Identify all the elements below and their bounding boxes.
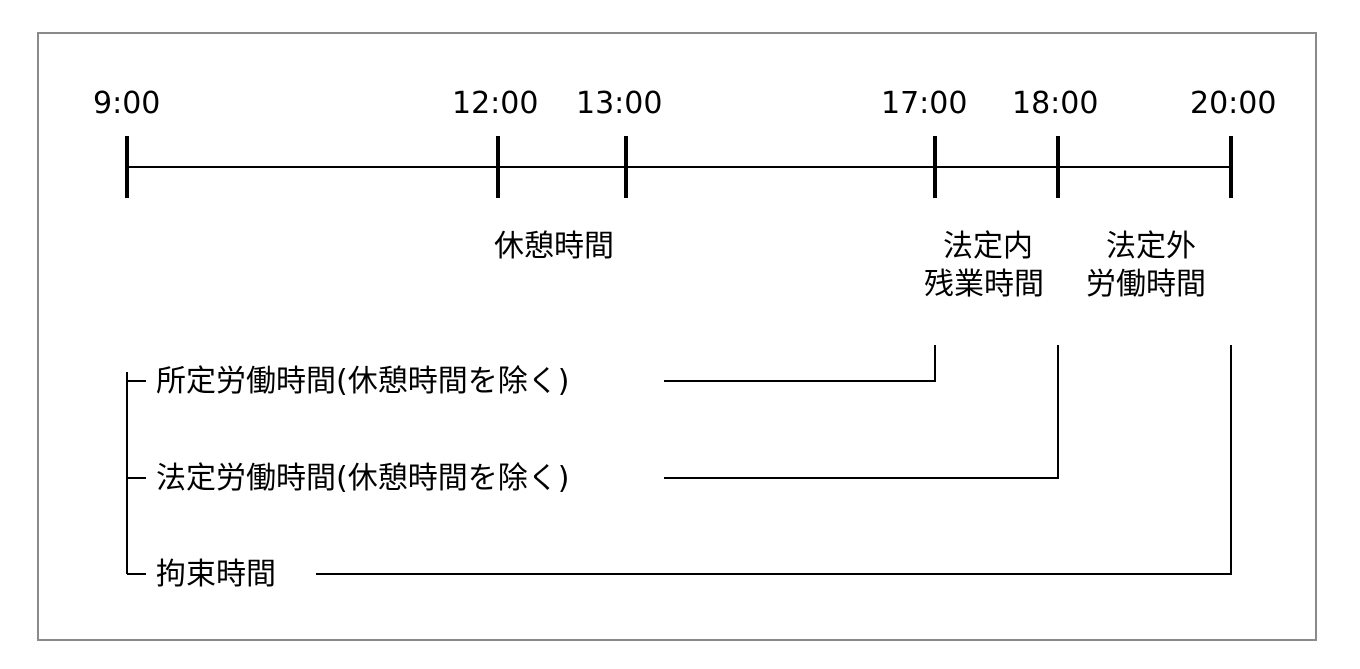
restraint-time-connector xyxy=(316,345,1232,575)
statutory-working-hours-connector xyxy=(664,345,1059,479)
scheduled-working-hours-label: 所定労働時間(休憩時間を除く) xyxy=(156,364,569,399)
time-label-2000: 20:00 xyxy=(1190,86,1276,121)
restraint-time-label: 拘束時間 xyxy=(156,557,276,592)
within-statutory-overtime-line2: 残業時間 xyxy=(924,267,1044,302)
within-statutory-overtime-line1: 法定内 xyxy=(943,229,1033,264)
scheduled-working-hours-connector xyxy=(664,345,936,382)
beyond-statutory-work-line2: 労働時間 xyxy=(1086,267,1206,302)
time-label-1800: 18:00 xyxy=(1012,86,1098,121)
time-label-1300: 13:00 xyxy=(576,86,662,121)
diagram-frame xyxy=(37,32,1317,641)
time-label-0900: 9:00 xyxy=(93,86,160,121)
time-label-1200: 12:00 xyxy=(452,86,538,121)
statutory-working-hours-label: 法定労働時間(休憩時間を除く) xyxy=(156,461,569,496)
break-time-label: 休憩時間 xyxy=(494,229,614,264)
beyond-statutory-work-line1: 法定外 xyxy=(1106,229,1196,264)
time-label-1700: 17:00 xyxy=(881,86,967,121)
